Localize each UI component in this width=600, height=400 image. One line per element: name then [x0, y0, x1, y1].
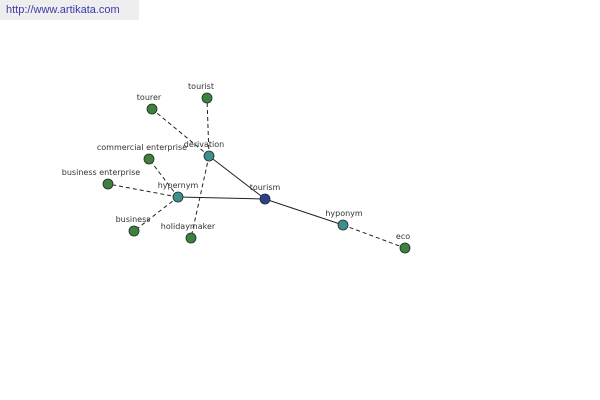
- node-label-commercial-enterprise: commercial enterprise: [97, 143, 187, 152]
- node-hyponym[interactable]: [337, 219, 349, 231]
- node-tourism[interactable]: [259, 193, 271, 205]
- node-label-business: business: [116, 215, 151, 224]
- node-business-enterprise[interactable]: [102, 178, 114, 190]
- node-business[interactable]: [128, 225, 140, 237]
- node-label-hyponym: hyponym: [325, 209, 363, 218]
- node-label-holidaymaker: holidaymaker: [161, 222, 216, 231]
- node-label-hypernym: hypernym: [158, 181, 199, 190]
- node-hypernym[interactable]: [172, 191, 184, 203]
- edge-tourism-derivation: [208, 155, 266, 200]
- node-commercial-enterprise[interactable]: [143, 153, 155, 165]
- edge-derivation-tourist: [206, 97, 210, 157]
- node-label-business-enterprise: business enterprise: [62, 168, 141, 177]
- edge-hypernym-business: [133, 196, 179, 232]
- node-derivation[interactable]: [203, 150, 215, 162]
- edge-tourism-hypernym: [177, 196, 266, 200]
- edge-hypernym-business_enterprise: [107, 183, 179, 198]
- node-holidaymaker[interactable]: [185, 232, 197, 244]
- node-label-eco: eco: [396, 232, 410, 241]
- node-label-tourist: tourist: [188, 82, 214, 91]
- edge-hypernym-commercial_enterprise: [148, 158, 179, 198]
- edges-layer: [107, 97, 406, 249]
- nodes-layer: [102, 92, 411, 254]
- node-tourist[interactable]: [201, 92, 213, 104]
- node-label-derivation: derivation: [184, 140, 224, 149]
- node-eco[interactable]: [399, 242, 411, 254]
- node-tourer[interactable]: [146, 103, 158, 115]
- edge-derivation-tourer: [151, 108, 210, 157]
- labels-layer: tourism derivation hypernym hyponym tourer to…: [62, 82, 410, 241]
- site-url[interactable]: http://www.artikata.com: [0, 0, 139, 20]
- node-label-tourer: tourer: [137, 93, 162, 102]
- edge-tourism-hyponym: [264, 198, 344, 226]
- node-label-tourism: tourism: [250, 183, 281, 192]
